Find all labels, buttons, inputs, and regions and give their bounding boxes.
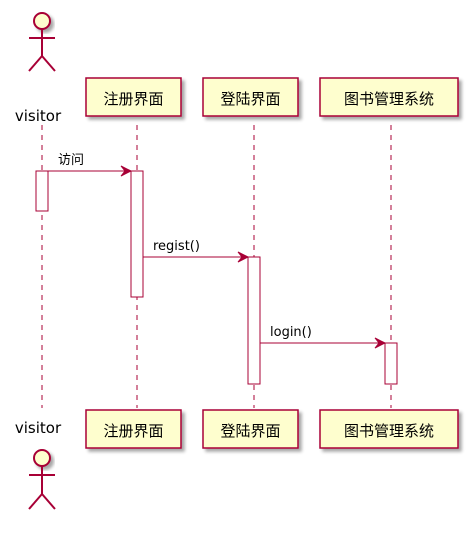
participant-label-register-bottom: 注册界面 xyxy=(103,422,163,440)
message-login: login() xyxy=(260,325,387,349)
message-label-login: login() xyxy=(270,325,312,340)
participant-label-library-top: 图书管理系统 xyxy=(344,90,434,108)
participant-label-login-bottom: 登陆界面 xyxy=(220,422,280,440)
actor-label-visitor-bottom: visitor xyxy=(15,419,62,437)
arrowhead-visit xyxy=(120,165,133,177)
participant-label-login-top: 登陆界面 xyxy=(220,90,280,108)
actor-visitor-top: visitor xyxy=(15,12,62,125)
message-label-visit: 访问 xyxy=(58,153,84,168)
activation-login xyxy=(247,256,261,385)
arrowhead-login xyxy=(374,337,387,349)
participant-register-top: 注册界面 xyxy=(85,77,182,117)
participant-library-bottom: 图书管理系统 xyxy=(319,409,459,449)
actor-head-icon xyxy=(33,449,51,467)
arrowhead-regist xyxy=(237,251,250,263)
participant-login-bottom: 登陆界面 xyxy=(202,409,299,449)
participant-label-register-top: 注册界面 xyxy=(103,90,163,108)
actor-visitor-bottom: visitor xyxy=(15,419,62,510)
message-label-regist: regist() xyxy=(153,239,200,254)
participant-library-top: 图书管理系统 xyxy=(319,77,459,117)
participant-register-bottom: 注册界面 xyxy=(85,409,182,449)
message-visit: 访问 xyxy=(48,153,133,177)
activation-register xyxy=(130,170,144,298)
actor-head-icon xyxy=(33,12,51,30)
activation-visitor xyxy=(35,170,49,212)
actor-label-visitor-top: visitor xyxy=(15,107,62,125)
participant-label-library-bottom: 图书管理系统 xyxy=(344,422,434,440)
message-regist: regist() xyxy=(143,239,250,263)
activation-library xyxy=(384,342,398,385)
participant-login-top: 登陆界面 xyxy=(202,77,299,117)
